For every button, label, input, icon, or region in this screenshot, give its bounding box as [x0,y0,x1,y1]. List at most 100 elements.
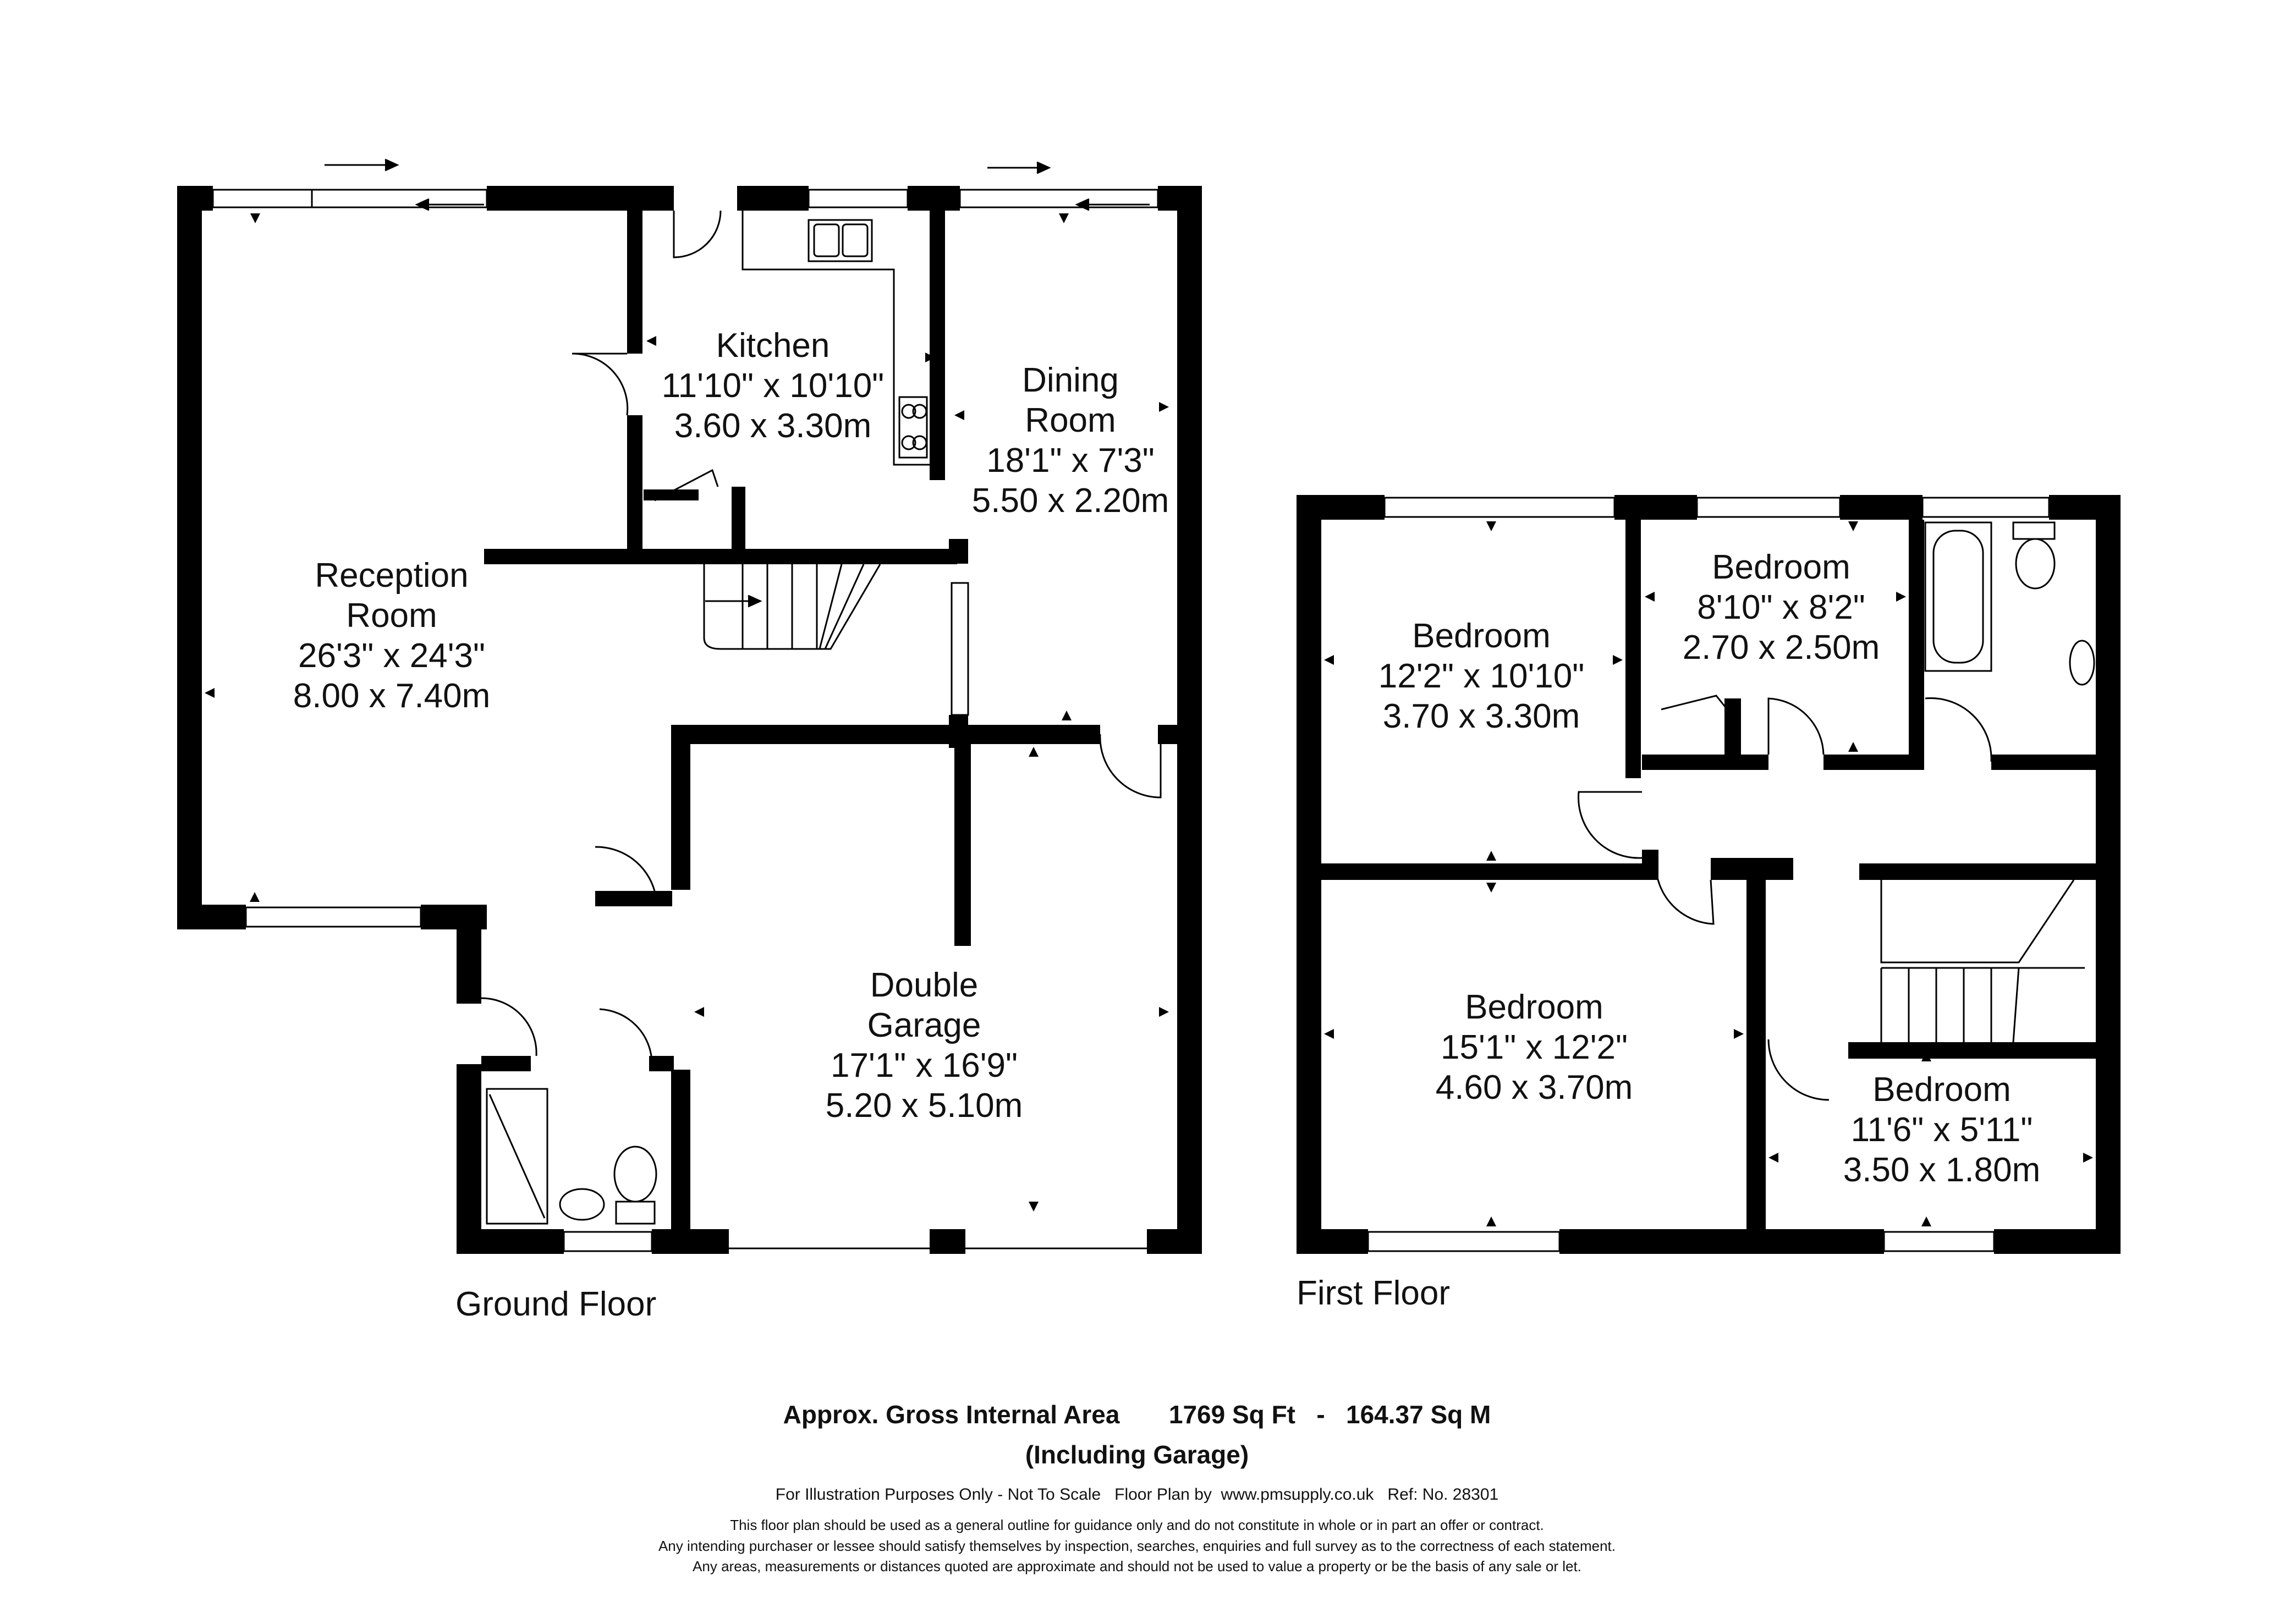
wall [954,737,971,946]
room-label-reception: Reception Room 26'3" x 24'3" 8.00 x 7.40… [293,555,490,717]
room-name: Bedroom [1465,988,1603,1026]
wall [457,905,481,1004]
wall [1859,863,2118,880]
wall [1559,1229,1884,1254]
room-label-bedroom-c: Bedroom 15'1" x 12'2" 4.60 x 3.70m [1436,987,1633,1108]
bath-icon [1924,521,1992,672]
wall [949,539,968,564]
gross-area: Approx. Gross Internal Area 1769 Sq Ft -… [0,1400,2274,1429]
wall [481,1056,531,1071]
room-size-metric: 5.20 x 5.10m [825,1087,1023,1125]
window [959,189,1159,208]
disclaimer: This floor plan should be used as a gene… [0,1515,2274,1577]
wall [457,1064,481,1254]
room-size-metric: 4.60 x 3.70m [1435,1069,1633,1107]
ground-floor-markers [205,213,1169,1212]
window [563,1231,653,1252]
wall [177,186,202,929]
window [1921,497,2050,518]
room-size-metric: 3.60 x 3.30m [674,407,872,445]
window [1883,1231,1995,1252]
window [245,906,422,928]
room-size-metric: 2.70 x 2.50m [1682,629,1880,667]
area-sq-ft: 1769 Sq Ft [1168,1400,1295,1429]
door-swing [673,210,722,258]
door-swing [599,1008,653,1062]
door-swing [572,353,629,416]
ground-floor-fixtures [212,158,1177,1252]
room-name: Room [1025,401,1116,440]
room-name: Double [870,966,979,1004]
room-label-bedroom-a: Bedroom 12'2" x 10'10" 3.70 x 3.30m [1378,616,1585,736]
kitchen-counter [741,211,930,466]
wall [1823,755,1920,770]
area-sq-m: 164.37 Sq M [1346,1400,1491,1429]
wall [1614,495,1697,520]
room-size-metric: 8.00 x 7.40m [293,677,491,715]
toilet [613,1146,657,1203]
room-name: Room [346,597,437,635]
area-label: Approx. Gross Internal Area [783,1400,1120,1429]
window [808,189,909,208]
wash-basin [2069,640,2095,686]
window [951,582,969,716]
wall [487,186,674,211]
shower-tray [486,1088,548,1225]
ground-floor-title: Ground Floor [455,1285,657,1323]
disclaimer-line: Any areas, measurements or distances quo… [693,1558,1581,1575]
window [1383,497,1616,518]
window [1367,1231,1561,1252]
illustration-note: For Illustration Purposes Only - Not To … [775,1485,1499,1504]
first-floor-markers [1324,521,2093,1226]
door-swing [1925,697,1992,762]
wall [177,905,246,929]
window [2097,893,2119,1016]
wash-basin [559,1188,605,1221]
first-floor-fixtures [1367,497,2119,1252]
wall [1147,1229,1202,1254]
wall [627,415,642,550]
area-note: (Including Garage) [1025,1440,1249,1469]
area-separator: - [1316,1400,1325,1429]
wall [671,1070,690,1254]
room-size-metric: 5.50 x 2.20m [971,482,1169,520]
wall [177,186,213,211]
room-name: Reception [315,557,469,594]
disclaimer-line: Any intending purchaser or lessee should… [658,1537,1616,1554]
wall [1991,755,2118,770]
sink-icon [808,219,873,262]
room-label-bedroom-b: Bedroom 8'10" x 8'2" 2.70 x 2.50m [1683,547,1880,668]
room-name: Kitchen [716,327,830,365]
room-size-imperial: 8'10" x 8'2" [1697,588,1865,627]
door-swing [1767,1039,1830,1101]
room-size-imperial: 26'3" x 24'3" [298,637,486,675]
door-swing [1578,791,1643,859]
door-swing [1655,863,1715,925]
room-label-garage: Double Garage 17'1" x 16'9" 5.20 x 5.10m [826,965,1023,1126]
window [212,189,313,208]
room-label-bedroom-d: Bedroom 11'6" x 5'11" 3.50 x 1.80m [1843,1070,2040,1190]
window [1696,497,1841,518]
wall [644,489,699,500]
wall [671,725,690,890]
wall [908,186,960,211]
room-name: Bedroom [1712,548,1850,586]
room-size-imperial: 17'1" x 16'9" [830,1047,1018,1085]
ground-floor-plan [177,186,1202,1254]
wall [737,186,809,211]
room-label-kitchen: Kitchen 11'10" x 10'10" 3.60 x 3.30m [662,326,884,446]
room-size-imperial: 18'1" x 7'3" [986,442,1155,480]
room-size-imperial: 12'2" x 10'10" [1378,657,1585,696]
door-swing [481,997,537,1056]
wall [1994,1229,2121,1254]
window [311,189,488,208]
room-name: Bedroom [1872,1071,2011,1109]
wall [1746,858,1766,1254]
room-size-metric: 3.70 x 3.30m [1382,697,1580,736]
disclaimer-line: This floor plan should be used as a gene… [730,1517,1544,1533]
wall [1724,698,1741,756]
first-floor-title: First Floor [1297,1274,1450,1312]
staircase [1880,879,2075,964]
wall [627,211,642,354]
